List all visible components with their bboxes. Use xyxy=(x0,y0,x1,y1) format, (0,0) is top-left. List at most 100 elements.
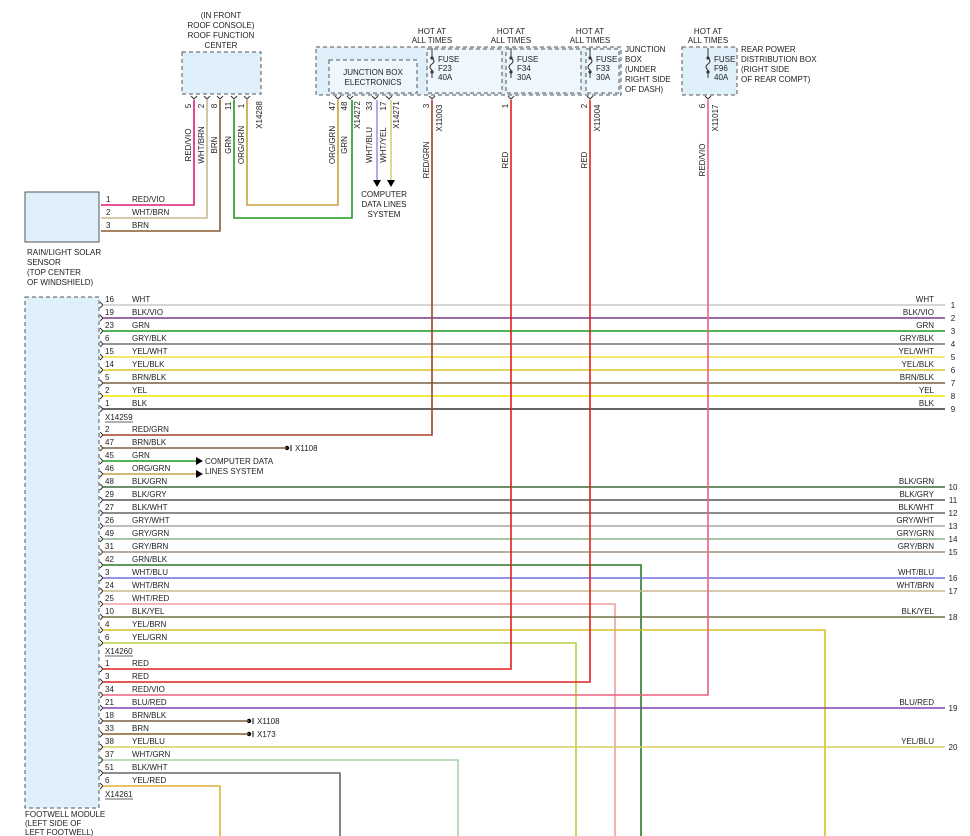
footwell-module-label-line-2: LEFT FOOTWELL) xyxy=(25,828,94,836)
rain-light-solar-sensor-box xyxy=(24,191,100,243)
footwell-wire-label: BLU/RED xyxy=(132,698,167,707)
footwell-pin: 34 xyxy=(105,685,114,694)
roof-pin-chevron-3 xyxy=(230,95,238,100)
fuse-hot-3-line-1: ALL TIMES xyxy=(688,36,728,45)
rain-light-solar-sensor-label-line-0: RAIN/LIGHT SOLAR xyxy=(27,248,101,257)
jbe-pin-chevron-3 xyxy=(385,95,393,100)
footwell-pin: 19 xyxy=(105,308,114,317)
footwell-wire-label: WHT/RED xyxy=(132,594,170,603)
fuse-connector-chevron-3 xyxy=(704,95,712,100)
right-wire-label: GRY/BRN xyxy=(898,542,935,551)
footwell-wire-label: WHT/GRN xyxy=(132,750,170,759)
footwell-wire-label: BRN xyxy=(132,724,149,733)
footwell-pin-chevron xyxy=(99,301,104,309)
footwell-pin: 10 xyxy=(105,607,114,616)
jbe-pin-chevron-0 xyxy=(334,95,342,100)
arrow-icon xyxy=(387,180,395,187)
right-wire-number: 13 xyxy=(949,522,958,531)
footwell-pin: 18 xyxy=(105,711,114,720)
roof-wire-label-3: GRN xyxy=(224,136,233,154)
footwell-pin-chevron xyxy=(99,509,104,517)
footwell-pin: 3 xyxy=(105,672,110,681)
rear-power-distribution-box xyxy=(681,46,738,96)
right-wire-number: 11 xyxy=(949,496,958,505)
footwell-pin-chevron xyxy=(99,665,104,673)
fuse-node-bottom-2 xyxy=(588,70,592,74)
roof-connector: X14288 xyxy=(255,101,264,129)
rain-light-solar-sensor-label-line-2: (TOP CENTER xyxy=(27,268,81,277)
fuse-node-bottom-0 xyxy=(430,70,434,74)
right-wire-number: 9 xyxy=(951,405,956,414)
footwell-pin: 51 xyxy=(105,763,114,772)
footwell-wire-label: RED xyxy=(132,659,149,668)
jbe-pin-3: 17 xyxy=(379,101,388,110)
jbe-wire-label-2: WHT/BLU xyxy=(365,127,374,163)
right-wire-label: BLK/GRN xyxy=(899,477,934,486)
ground-label: X1108 xyxy=(295,444,318,453)
footwell-wire-label: YEL/BRN xyxy=(132,620,166,629)
footwell-pin: 45 xyxy=(105,451,114,460)
right-wire-label: GRY/WHT xyxy=(896,516,934,525)
footwell-pin-chevron xyxy=(99,769,104,777)
wire-wht-brn-sensor xyxy=(101,100,208,219)
right-wire-label: YEL/WHT xyxy=(898,347,934,356)
fuse-connector-chevron-2 xyxy=(586,95,594,100)
footwell-wire-label: BRN/BLK xyxy=(132,373,167,382)
fuse-hot-2-line-0: HOT AT xyxy=(576,27,604,36)
fuse-node-bottom-3 xyxy=(706,70,710,74)
roof-function-center-line-0: (IN FRONT xyxy=(201,11,242,20)
footwell-wire-label: YEL xyxy=(132,386,148,395)
footwell-wire-label: BRN/BLK xyxy=(132,711,167,720)
footwell-pin: 33 xyxy=(105,724,114,733)
footwell-pin-chevron xyxy=(99,704,104,712)
footwell-wire-label: GRN xyxy=(132,321,150,330)
right-wire-number: 4 xyxy=(951,340,956,349)
footwell-pin: 14 xyxy=(105,360,114,369)
jbe-pin-1: 48 xyxy=(340,101,349,110)
fuse-wire-label-1: RED xyxy=(501,151,510,168)
footwell-wire-label: GRY/BLK xyxy=(132,334,167,343)
footwell-pin: 23 xyxy=(105,321,114,330)
right-wire-number: 5 xyxy=(951,353,956,362)
footwell-pin-chevron xyxy=(99,535,104,543)
footwell-pin-chevron xyxy=(99,392,104,400)
footwell-pin: 5 xyxy=(105,373,110,382)
junction-box-label-line-4: OF DASH) xyxy=(625,85,664,94)
roof-pin-2: 8 xyxy=(210,103,219,108)
fuse-connector-chevron-1 xyxy=(507,95,515,100)
fuse-symbol-1 xyxy=(508,48,514,78)
footwell-module-box xyxy=(24,296,100,809)
footwell-wire-label: YEL/RED xyxy=(132,776,166,785)
wire-drop xyxy=(103,629,826,836)
fuse-symbol-2 xyxy=(587,48,593,78)
arrow-icon xyxy=(373,180,381,187)
roof-pin-0: 5 xyxy=(184,103,193,108)
wire-drop xyxy=(103,642,577,836)
rain-light-solar-sensor-label-line-3: OF WINDSHIELD) xyxy=(27,278,94,287)
footwell-wire-label: YEL/WHT xyxy=(132,347,168,356)
footwell-wire-label: YEL/BLU xyxy=(132,737,165,746)
right-wire-label: WHT xyxy=(916,295,934,304)
fuse-label-1: FUSE xyxy=(517,55,538,64)
fuse-node-top-2 xyxy=(588,56,592,60)
footwell-wire-label: RED/GRN xyxy=(132,425,169,434)
junction-box-label-line-0: JUNCTION xyxy=(625,45,666,54)
jbe-pin-2: 33 xyxy=(365,101,374,110)
junction-box-label-line-3: RIGHT SIDE xyxy=(625,75,671,84)
wire-drop xyxy=(103,772,341,836)
footwell-pin-chevron xyxy=(99,470,104,478)
computer-data-lines-2-line-1: LINES SYSTEM xyxy=(205,467,264,476)
right-wire-label: WHT/BRN xyxy=(897,581,935,590)
wire-drop xyxy=(103,603,616,836)
roof-wire-label-0: RED/VIO xyxy=(184,129,193,162)
footwell-wire-label: GRN xyxy=(132,451,150,460)
wire-f34 xyxy=(103,100,512,670)
roof-wire-label-2: BRN xyxy=(210,136,219,153)
right-wire-number: 6 xyxy=(951,366,956,375)
fuse-wire-label-3: RED/VIO xyxy=(698,144,707,177)
fuse-cell-2 xyxy=(585,48,620,94)
right-wire-label: BLK/YEL xyxy=(902,607,935,616)
roof-pin-chevron-4 xyxy=(243,95,251,100)
jbe-connector-3: X14271 xyxy=(392,101,401,129)
roof-function-center-line-1: ROOF CONSOLE) xyxy=(187,21,254,30)
